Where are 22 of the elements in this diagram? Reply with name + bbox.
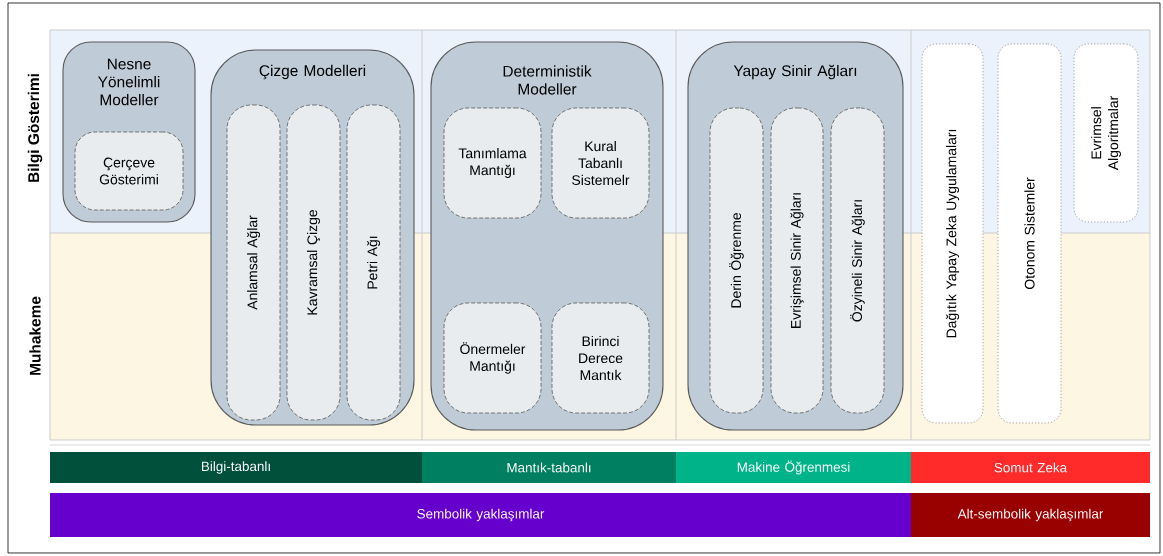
- model-box: Anlamsal Ağlar: [226, 104, 281, 421]
- category-band: Mantık-tabanlı: [422, 452, 676, 483]
- model-box: Birinci Derece Mantık: [551, 302, 650, 414]
- model-box: Özyineli Sinir Ağları: [830, 107, 885, 414]
- model-box: Önermeler Mantığı: [443, 302, 542, 414]
- approach-box: Evrimsel Algoritmalar: [1073, 43, 1139, 223]
- model-box: Derin Öğrenme: [709, 107, 764, 414]
- category-band: Makine Öğrenmesi: [676, 452, 911, 483]
- row-label: Muhakeme: [29, 296, 41, 375]
- row-label: Bilgi Gösterimi: [27, 74, 43, 182]
- category-band: Sembolik yaklaşımlar: [50, 493, 911, 537]
- model-box: Kural Tabanlı Sistemelr: [551, 107, 650, 219]
- category-band: Somut Zeka: [911, 452, 1150, 483]
- category-band: Alt-sembolik yaklaşımlar: [911, 493, 1150, 537]
- approach-box: Dağıtık Yapay Zeka Uygulamaları: [921, 43, 984, 424]
- model-box: Petri Ağı: [346, 104, 401, 421]
- approach-box: Otonom Sistemler: [997, 43, 1062, 424]
- model-box: Çerçeve Gösterimi: [74, 131, 184, 211]
- model-box: Evrişimsel Sinir Ağları: [770, 107, 824, 414]
- category-band: Bilgi-tabanlı: [50, 452, 422, 483]
- model-box: Kavramsal Çizge: [286, 104, 341, 421]
- model-box: Tanımlama Mantığı: [443, 107, 542, 219]
